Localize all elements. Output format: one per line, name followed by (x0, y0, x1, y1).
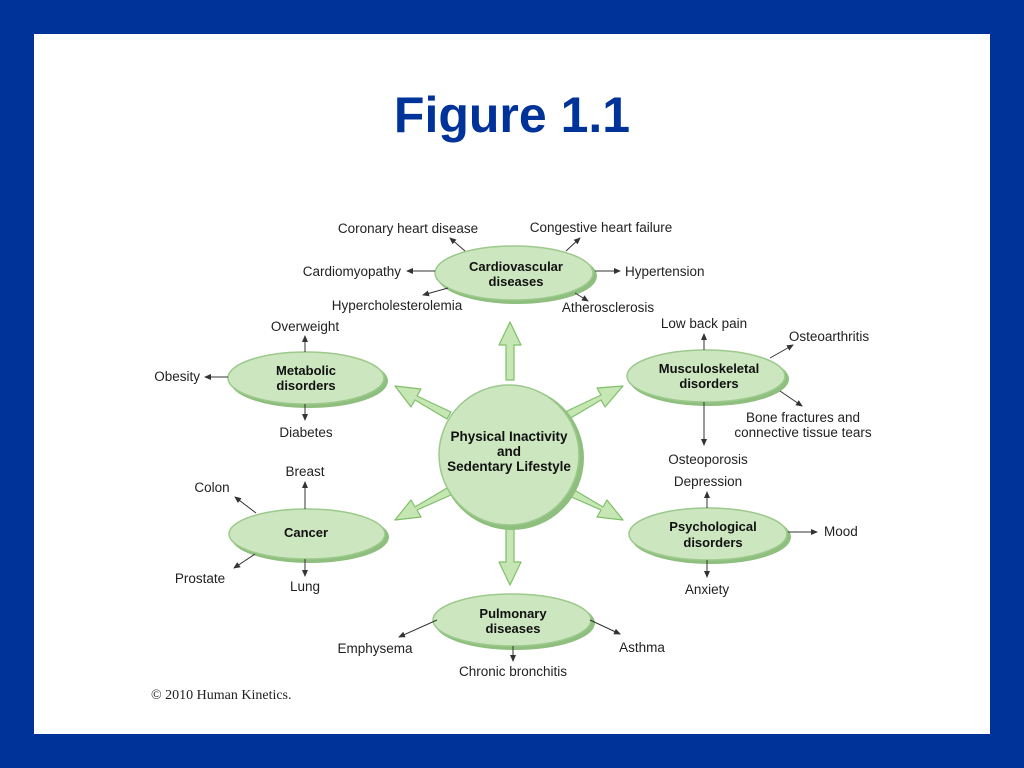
node-label: diseases (489, 274, 544, 289)
outcome-label: connective tissue tears (734, 425, 872, 440)
outcome-label: Breast (285, 464, 324, 479)
outcome-label: Bone fractures and (746, 410, 860, 425)
copyright-credit: © 2010 Human Kinetics. (151, 688, 292, 703)
center-node: Physical Inactivity and Sedentary Lifest… (438, 384, 584, 530)
arrow-down (498, 524, 522, 586)
node-label: Pulmonary (479, 606, 547, 621)
node-label: Metabolic (276, 363, 336, 378)
center-label-line1: Physical Inactivity (450, 429, 568, 444)
arrow-up (498, 321, 522, 381)
outcome-label: Prostate (175, 571, 225, 586)
slide-title: Figure 1.1 (393, 87, 631, 143)
node-cardiovascular: Cardiovascular diseases Coronary heart d… (303, 220, 705, 315)
node-label: disorders (683, 535, 742, 550)
outcome-label: Anxiety (685, 582, 730, 597)
node-label: diseases (486, 621, 541, 636)
arrow-upper-left (394, 385, 452, 420)
outcome-label: Osteoporosis (668, 452, 748, 467)
node-label: Psychological (669, 519, 756, 534)
outcome-label: Coronary heart disease (338, 221, 478, 236)
outcome-label: Diabetes (279, 425, 333, 440)
outcome-label: Low back pain (661, 316, 747, 331)
node-label: Musculoskeletal (659, 361, 759, 376)
node-label: disorders (679, 376, 738, 391)
node-label: Cardiovascular (469, 259, 563, 274)
outcome-label: Colon (194, 480, 229, 495)
diagram: Physical Inactivity and Sedentary Lifest… (154, 220, 872, 679)
outcome-label: Emphysema (337, 641, 413, 656)
center-label-line2: and (497, 444, 521, 459)
outcome-label: Lung (290, 579, 320, 594)
outcome-label: Depression (674, 474, 742, 489)
arrow-upper-right (564, 385, 624, 420)
arrow-lower-right (566, 487, 624, 521)
slide-panel: Figure 1.1 Physical Inactivity and Seden… (34, 34, 990, 734)
node-pulmonary: Pulmonary diseases Emphysema Asthma Chro… (337, 593, 665, 679)
outcome-label: Asthma (619, 640, 665, 655)
node-cancer: Cancer Breast Colon Prostate Lung (175, 464, 389, 594)
outcome-label: Cardiomyopathy (303, 264, 402, 279)
outcome-label: Hypercholesterolemia (332, 298, 463, 313)
center-label-line3: Sedentary Lifestyle (447, 459, 571, 474)
center-arrows (394, 321, 624, 586)
outcome-label: Mood (824, 524, 858, 539)
outcome-label: Hypertension (625, 264, 705, 279)
node-musculoskeletal: Musculoskeletal disorders Low back pain … (626, 316, 872, 467)
arrow-lower-left (394, 487, 452, 521)
outcome-label: Osteoarthritis (789, 329, 870, 344)
node-label: disorders (276, 378, 335, 393)
outcome-label: Chronic bronchitis (459, 664, 567, 679)
outcome-label: Overweight (271, 319, 340, 334)
outcome-label: Congestive heart failure (530, 220, 673, 235)
node-psychological: Psychological disorders Depression Mood … (628, 474, 858, 597)
node-label: Cancer (284, 525, 328, 540)
outcome-label: Atherosclerosis (562, 300, 655, 315)
outcome-label: Obesity (154, 369, 200, 384)
node-metabolic: Metabolic disorders Overweight Obesity D… (154, 319, 388, 440)
